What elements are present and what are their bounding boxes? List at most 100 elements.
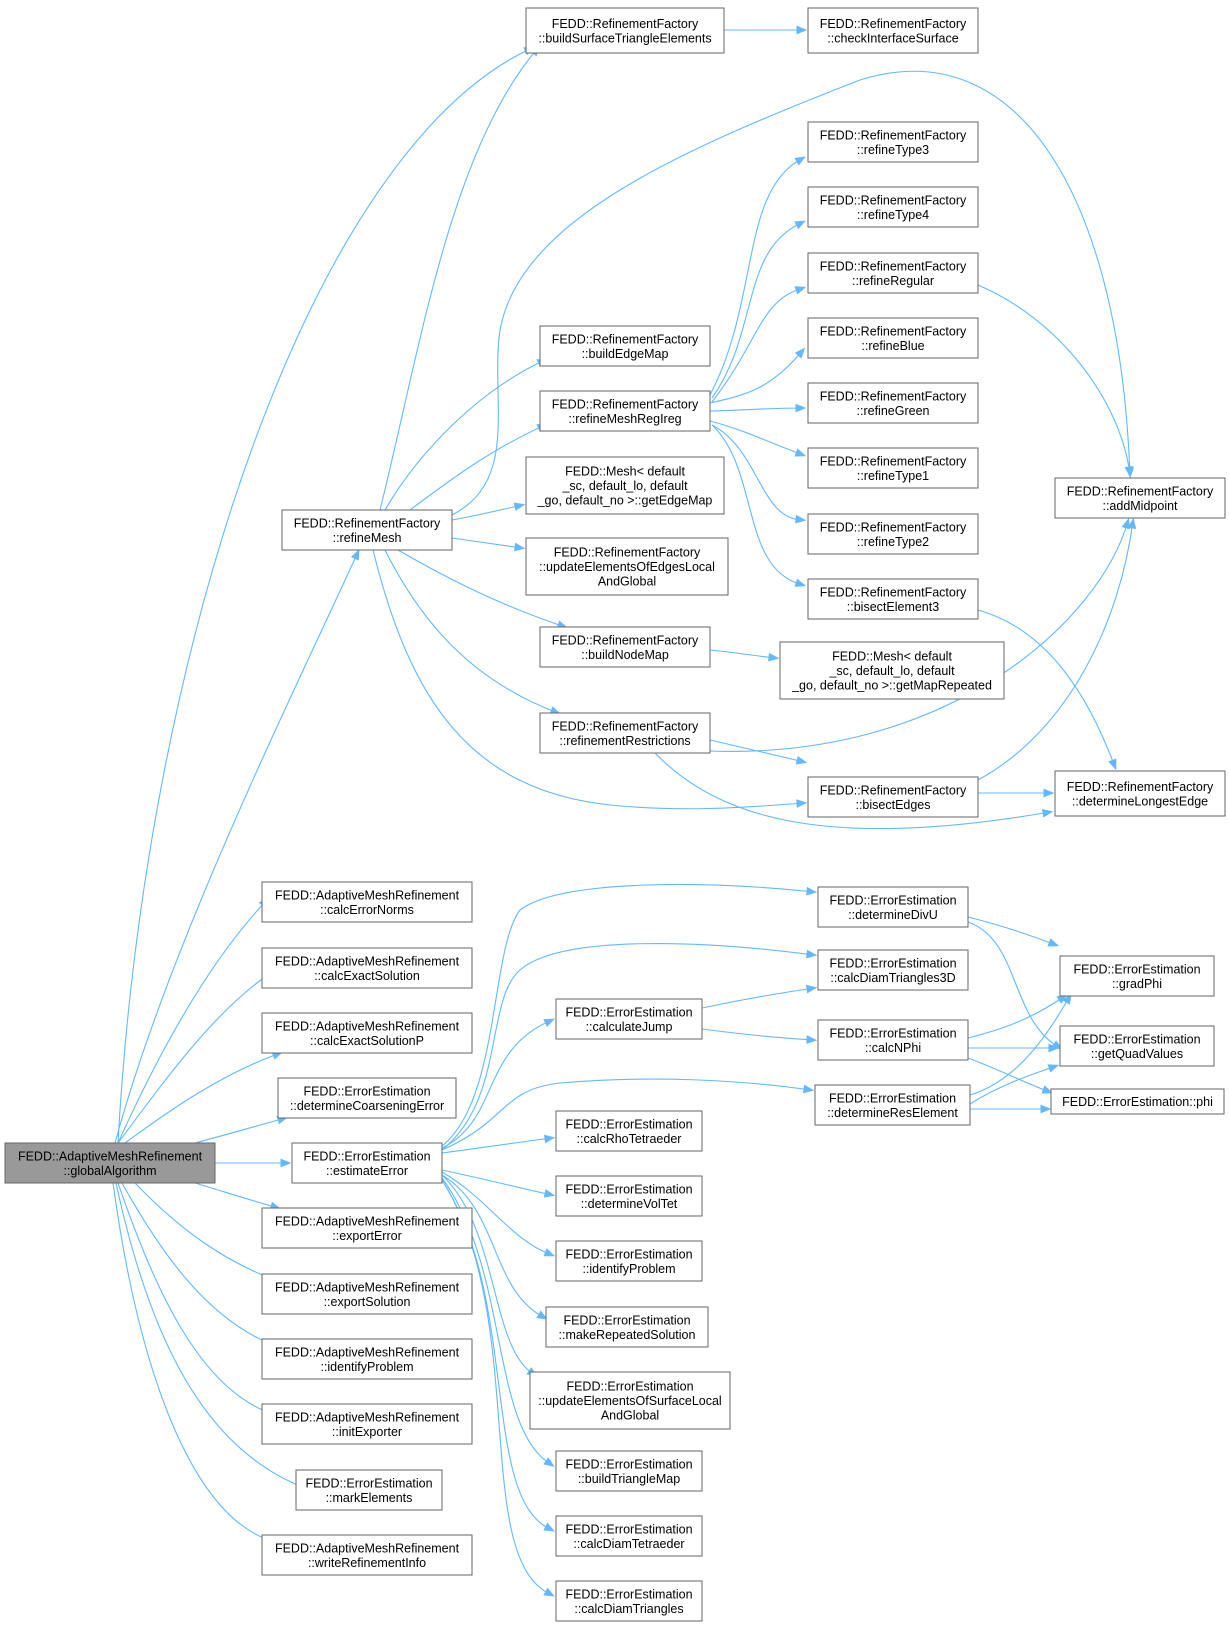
edge-refRestr-to-bisectEdges bbox=[709, 739, 805, 763]
node-label-line: ::refinementRestrictions bbox=[559, 734, 690, 748]
node-label-line: FEDD::AdaptiveMeshRefinement bbox=[275, 1541, 460, 1555]
edge-root-to-initExporter bbox=[117, 1182, 274, 1415]
edge-arrowhead-28 bbox=[794, 448, 807, 457]
node-detDivU[interactable]: FEDD::ErrorEstimation::determineDivU bbox=[817, 886, 969, 928]
node-label-line: ::exportSolution bbox=[324, 1295, 411, 1309]
node-refineType4[interactable]: FEDD::RefinementFactory::refineType4 bbox=[807, 186, 979, 228]
node-detVolTet[interactable]: FEDD::ErrorEstimation::determineVolTet bbox=[555, 1175, 703, 1217]
node-label-line: ::refineGreen bbox=[857, 404, 930, 418]
node-label-line: FEDD::ErrorEstimation bbox=[1073, 962, 1200, 976]
node-addMidpoint[interactable]: FEDD::RefinementFactory::addMidpoint bbox=[1054, 477, 1226, 519]
node-refineType3[interactable]: FEDD::RefinementFactory::refineType3 bbox=[807, 121, 979, 163]
node-detResElement[interactable]: FEDD::ErrorEstimation::determineResEleme… bbox=[814, 1084, 971, 1126]
node-label-line: ::buildNodeMap bbox=[581, 648, 669, 662]
node-box bbox=[1050, 1088, 1225, 1115]
node-label-line: FEDD::ErrorEstimation bbox=[566, 1380, 693, 1394]
node-root[interactable]: FEDD::AdaptiveMeshRefinement::globalAlgo… bbox=[4, 1142, 216, 1184]
node-buildNodeMap[interactable]: FEDD::RefinementFactory::buildNodeMap bbox=[539, 626, 711, 668]
edge-estimateError-to-detVolTet bbox=[441, 1169, 553, 1196]
node-refineGreen[interactable]: FEDD::RefinementFactory::refineGreen bbox=[807, 382, 979, 424]
edge-arrowhead-60 bbox=[1040, 1104, 1052, 1114]
node-box bbox=[261, 1534, 473, 1576]
node-label-line: FEDD::RefinementFactory bbox=[820, 324, 967, 338]
node-calcExactP[interactable]: FEDD::AdaptiveMeshRefinement::calcExactS… bbox=[261, 1012, 473, 1054]
edge-arrowhead-23 bbox=[794, 156, 806, 166]
node-calcDiamTri[interactable]: FEDD::ErrorEstimation::calcDiamTriangles bbox=[555, 1580, 703, 1622]
node-buildEdgeMap[interactable]: FEDD::RefinementFactory::buildEdgeMap bbox=[539, 325, 711, 367]
edge-refineMeshRegIreg-to-refineType3 bbox=[709, 157, 804, 396]
node-refineBlue[interactable]: FEDD::RefinementFactory::refineBlue bbox=[807, 317, 979, 359]
edge-arrowhead-32 bbox=[1108, 758, 1117, 771]
node-box bbox=[807, 7, 979, 54]
node-box bbox=[555, 1240, 703, 1282]
node-gradPhi[interactable]: FEDD::ErrorEstimation::gradPhi bbox=[1059, 955, 1215, 997]
edge-refineMesh-to-buildNodeMap bbox=[397, 549, 566, 628]
node-label-line: ::exportError bbox=[332, 1229, 401, 1243]
edge-arrowhead-57 bbox=[1041, 1085, 1054, 1094]
node-identifyAMR[interactable]: FEDD::AdaptiveMeshRefinement::identifyPr… bbox=[261, 1338, 473, 1380]
node-calcNPhi[interactable]: FEDD::ErrorEstimation::calcNPhi bbox=[817, 1019, 969, 1061]
edge-arrowhead-56 bbox=[1048, 1043, 1060, 1053]
node-identifyEE[interactable]: FEDD::ErrorEstimation::identifyProblem bbox=[555, 1240, 703, 1282]
node-calcJump[interactable]: FEDD::ErrorEstimation::calculateJump bbox=[555, 998, 703, 1040]
node-label-line: FEDD::RefinementFactory bbox=[820, 17, 967, 31]
node-bisectEdges[interactable]: FEDD::RefinementFactory::bisectEdges bbox=[807, 776, 979, 818]
node-refineType2[interactable]: FEDD::RefinementFactory::refineType2 bbox=[807, 513, 979, 555]
node-label-line: ::estimateError bbox=[326, 1164, 408, 1178]
node-calcErrorNorms[interactable]: FEDD::AdaptiveMeshRefinement::calcErrorN… bbox=[261, 881, 473, 923]
node-box bbox=[807, 252, 979, 294]
edge-arrowhead-38 bbox=[1043, 788, 1055, 798]
node-label-line: ::calcDiamTriangles bbox=[574, 1602, 683, 1616]
node-refineMeshRegIreg[interactable]: FEDD::RefinementFactory::refineMeshRegIr… bbox=[539, 390, 711, 432]
node-label-line: FEDD::AdaptiveMeshRefinement bbox=[275, 1280, 460, 1294]
node-box bbox=[779, 641, 1005, 700]
node-label-line: FEDD::RefinementFactory bbox=[820, 585, 967, 599]
node-checkIface[interactable]: FEDD::RefinementFactory::checkInterfaceS… bbox=[807, 7, 979, 54]
edge-arrowhead-58 bbox=[1062, 993, 1072, 1005]
node-longestEdge[interactable]: FEDD::RefinementFactory::determineLonges… bbox=[1054, 770, 1226, 817]
node-detCoarsen[interactable]: FEDD::ErrorEstimation::determineCoarseni… bbox=[277, 1077, 457, 1119]
edge-refRestr-to-longestEdge bbox=[654, 752, 1051, 830]
node-buildSurf[interactable]: FEDD::RefinementFactory::buildSurfaceTri… bbox=[525, 7, 725, 54]
node-calcDiam3D[interactable]: FEDD::ErrorEstimation::calcDiamTriangles… bbox=[817, 949, 969, 991]
node-buildTri[interactable]: FEDD::ErrorEstimation::buildTriangleMap bbox=[555, 1450, 703, 1492]
node-label-line: ::identifyProblem bbox=[320, 1360, 413, 1374]
node-bisectElement3[interactable]: FEDD::RefinementFactory::bisectElement3 bbox=[807, 578, 979, 620]
node-makeRep[interactable]: FEDD::ErrorEstimation::makeRepeatedSolut… bbox=[545, 1306, 709, 1348]
node-getQuad[interactable]: FEDD::ErrorEstimation::getQuadValues bbox=[1059, 1025, 1215, 1067]
node-estimateError[interactable]: FEDD::ErrorEstimation::estimateError bbox=[291, 1142, 443, 1184]
node-refRestr[interactable]: FEDD::RefinementFactory::refinementRestr… bbox=[539, 712, 711, 754]
node-updSurf[interactable]: FEDD::ErrorEstimation::updateElementsOfS… bbox=[529, 1371, 731, 1430]
node-label-line: _sc, default_lo, default bbox=[828, 664, 955, 678]
node-box bbox=[817, 1019, 969, 1061]
node-box bbox=[807, 186, 979, 228]
node-phi[interactable]: FEDD::ErrorEstimation::phi bbox=[1050, 1088, 1225, 1115]
node-label-line: ::calcRhoTetraeder bbox=[577, 1132, 682, 1146]
node-box bbox=[525, 537, 729, 596]
node-calcDiamTet[interactable]: FEDD::ErrorEstimation::calcDiamTetraeder bbox=[555, 1515, 703, 1557]
node-label-line: ::bisectEdges bbox=[855, 798, 930, 812]
node-refineRegular[interactable]: FEDD::RefinementFactory::refineRegular bbox=[807, 252, 979, 294]
node-label-line: FEDD::ErrorEstimation bbox=[829, 893, 956, 907]
node-label-line: ::determineDivU bbox=[848, 908, 938, 922]
node-exportSolution[interactable]: FEDD::AdaptiveMeshRefinement::exportSolu… bbox=[261, 1273, 473, 1315]
node-refineType1[interactable]: FEDD::RefinementFactory::refineType1 bbox=[807, 447, 979, 489]
node-updEdges[interactable]: FEDD::RefinementFactory::updateElementsO… bbox=[525, 537, 729, 596]
edge-arrowhead-1 bbox=[350, 548, 360, 561]
edge-arrowhead-22 bbox=[796, 799, 808, 808]
node-writeRefInfo[interactable]: FEDD::AdaptiveMeshRefinement::writeRefin… bbox=[261, 1534, 473, 1576]
edge-detDivU-to-gradPhi bbox=[967, 916, 1057, 946]
node-initExporter[interactable]: FEDD::AdaptiveMeshRefinement::initExport… bbox=[261, 1403, 473, 1445]
node-label-line: FEDD::Mesh< default bbox=[832, 650, 952, 664]
edge-arrowhead-46 bbox=[536, 1310, 548, 1320]
edge-detResElement-to-gradPhi bbox=[969, 995, 1071, 1096]
node-calcExact[interactable]: FEDD::AdaptiveMeshRefinement::calcExactS… bbox=[261, 947, 473, 989]
node-calcRho[interactable]: FEDD::ErrorEstimation::calcRhoTetraeder bbox=[555, 1110, 703, 1152]
node-getEdgeMap[interactable]: FEDD::Mesh< default_sc, default_lo, defa… bbox=[525, 456, 725, 515]
node-exportError[interactable]: FEDD::AdaptiveMeshRefinement::exportErro… bbox=[261, 1207, 473, 1249]
node-markElements[interactable]: FEDD::ErrorEstimation::markElements bbox=[295, 1469, 443, 1511]
node-box bbox=[4, 1142, 216, 1184]
node-label-line: FEDD::AdaptiveMeshRefinement bbox=[275, 1345, 460, 1359]
node-refineMesh[interactable]: FEDD::RefinementFactory::refineMesh bbox=[281, 509, 453, 551]
node-getMapRepeated[interactable]: FEDD::Mesh< default_sc, default_lo, defa… bbox=[779, 641, 1005, 700]
